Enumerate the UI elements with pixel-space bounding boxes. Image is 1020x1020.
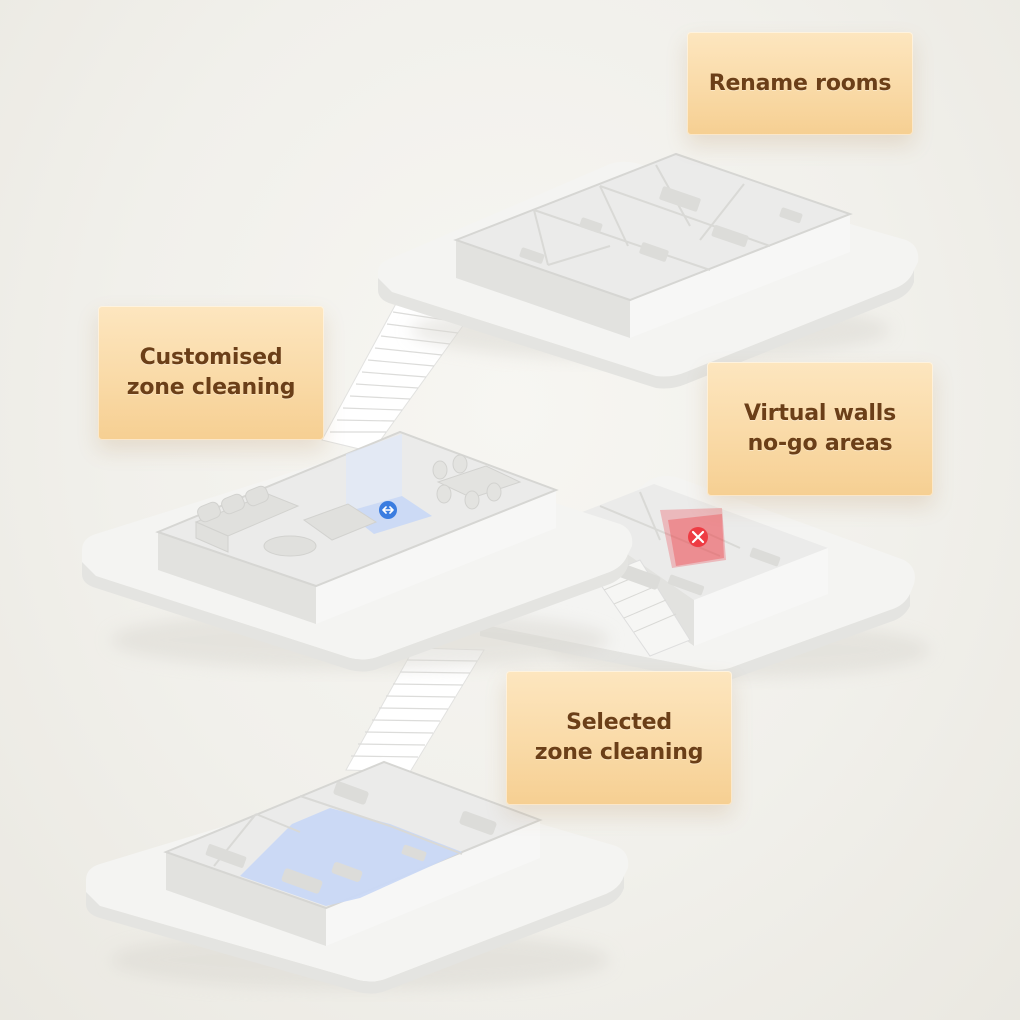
label-customised-zone-cleaning: Customised zone cleaning [98,306,324,440]
label-text: Customised zone cleaning [126,345,296,400]
floor-plan-bottom [86,760,629,994]
staircase-lower [345,647,485,773]
resize-arrows-icon [379,501,397,519]
close-icon [688,527,708,547]
label-selected-zone-cleaning: Selected zone cleaning [506,671,732,805]
label-rename-rooms: Rename rooms [687,32,913,135]
floor-plan-top [378,152,919,389]
label-text: Selected zone cleaning [534,710,704,765]
label-virtual-walls: Virtual walls no-go areas [707,362,933,496]
label-text: Rename rooms [708,70,892,96]
label-text: Virtual walls no-go areas [743,401,896,456]
floor-plan-middle-right [469,476,930,682]
floor-plan-middle-left [82,430,633,672]
